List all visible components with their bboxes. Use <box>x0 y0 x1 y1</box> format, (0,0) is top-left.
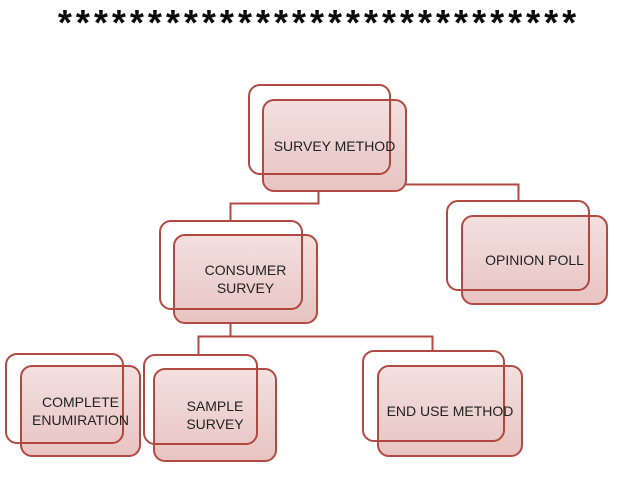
node-label: COMPLETE ENUMIRATION <box>32 394 129 428</box>
node-front-card: END USE METHOD <box>377 365 523 457</box>
node-label: SAMPLE SURVEY <box>186 398 244 432</box>
node-front-card: OPINION POLL <box>461 215 608 305</box>
connector-survey-to-consumer <box>229 191 320 221</box>
node-front-card: SAMPLE SURVEY <box>153 368 277 462</box>
node-label: CONSUMER SURVEY <box>204 262 287 296</box>
node-front-card: SURVEY METHOD <box>262 99 407 192</box>
node-front-card: COMPLETE ENUMIRATION <box>20 365 141 457</box>
node-label: SURVEY METHOD <box>273 137 396 154</box>
node-label: OPINION POLL <box>485 252 584 268</box>
connector-survey-to-opinion <box>406 183 520 201</box>
slide-title: ***************************** <box>57 2 581 43</box>
node-label: END USE METHOD <box>386 403 514 419</box>
node-front-card: CONSUMER SURVEY <box>173 234 318 324</box>
